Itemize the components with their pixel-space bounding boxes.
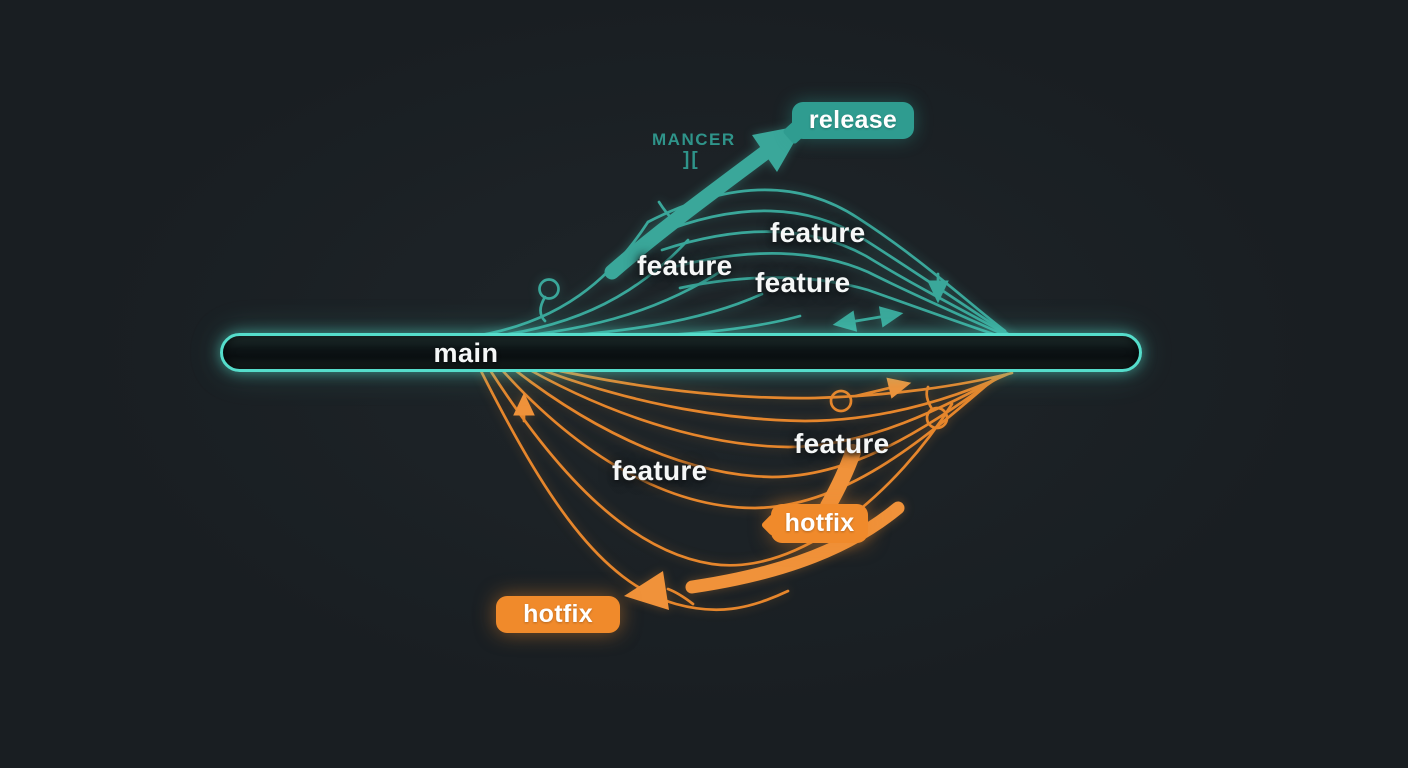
hotfix-badge-upper: hotfix	[760, 504, 868, 543]
release-badge: release	[782, 102, 914, 145]
teal-branches-layer	[474, 125, 1022, 345]
feature-label-top-1: feature	[770, 217, 866, 248]
orange-commit-marker-filled	[666, 587, 695, 606]
main-branch-label: main	[433, 338, 499, 368]
main-branch-pill	[220, 333, 1142, 372]
hotfix-branch-band	[820, 444, 861, 514]
feature-label-top-2: feature	[637, 250, 733, 281]
hotfix-badge-lower: hotfix	[496, 596, 620, 633]
teal-commit-marker-filled	[657, 200, 676, 223]
release-badge-label: release	[808, 106, 898, 134]
release-arrow-shaft	[604, 144, 774, 280]
orange-commit-marker-outline-left	[829, 377, 912, 413]
hotfix-upper-label: hotfix	[784, 509, 855, 537]
feature-label-bottom-1: feature	[794, 428, 890, 459]
merge-up-right-arrow-icon	[854, 377, 912, 399]
hotfix-arrow-shaft	[685, 501, 905, 594]
teal-commit-marker-outline	[538, 278, 560, 323]
feature-label-top-3: feature	[755, 267, 851, 298]
hotfix-lower-label: hotfix	[523, 600, 593, 628]
watermark-text: MANCER	[652, 130, 736, 149]
hotfix-arrowhead-icon	[624, 571, 669, 610]
watermark-glyph: ][	[683, 149, 700, 170]
double-headed-arrow-icon	[832, 306, 904, 332]
orange-branches-layer	[478, 367, 1014, 612]
orange-commit-marker-outline-right	[925, 385, 949, 430]
feature-label-bottom-2: feature	[612, 455, 708, 486]
